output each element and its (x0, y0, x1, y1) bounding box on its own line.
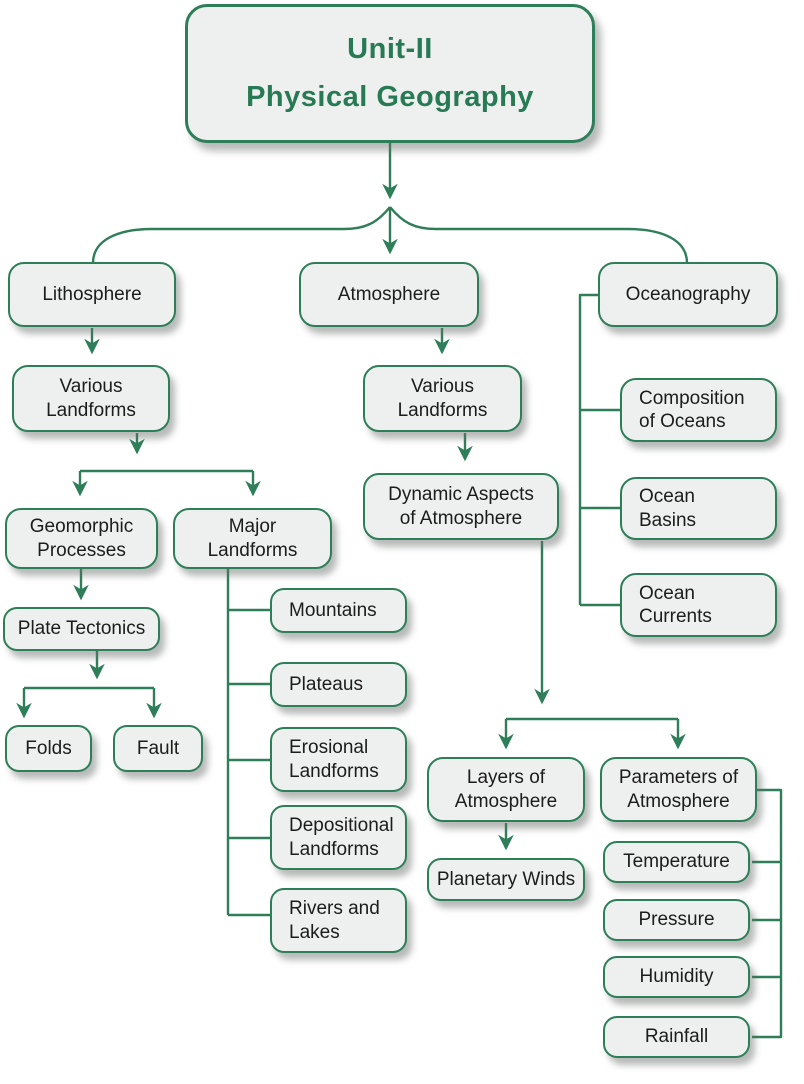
node-temperature: Temperature (603, 841, 750, 883)
node-humidity: Humidity (603, 956, 750, 998)
node-major-landforms: Major Landforms (173, 508, 332, 569)
node-ocean-currents: Ocean Currents (620, 573, 777, 637)
node-pressure: Pressure (603, 899, 750, 941)
node-rivers-and-lakes: Rivers and Lakes (270, 888, 407, 953)
node-geomorphic-processes: Geomorphic Processes (5, 508, 158, 569)
title-subject: Physical Geography (246, 81, 534, 113)
node-lithosphere: Lithosphere (8, 262, 176, 327)
node-planetary-winds: Planetary Winds (427, 858, 585, 901)
node-various-landforms-atmosphere: Various Landforms (363, 365, 522, 432)
node-layers-of-atmosphere: Layers of Atmosphere (427, 757, 585, 822)
node-oceanography: Oceanography (598, 262, 778, 327)
node-composition-of-oceans: Composition of Oceans (620, 378, 777, 442)
node-dynamic-aspects-of-atmosphere: Dynamic Aspects of Atmosphere (363, 473, 559, 540)
node-mountains: Mountains (270, 588, 407, 633)
node-folds: Folds (5, 725, 92, 772)
title-unit: Unit-II (347, 33, 433, 65)
node-ocean-basins: Ocean Basins (620, 477, 777, 540)
node-parameters-of-atmosphere: Parameters of Atmosphere (600, 757, 757, 822)
node-fault: Fault (113, 725, 203, 772)
node-depositional-landforms: Depositional Landforms (270, 805, 407, 870)
node-rainfall: Rainfall (603, 1016, 750, 1058)
node-various-landforms-lithosphere: Various Landforms (12, 365, 170, 432)
node-plate-tectonics: Plate Tectonics (3, 607, 160, 651)
diagram-title: Unit-II Physical Geography (185, 4, 595, 143)
node-atmosphere: Atmosphere (299, 262, 479, 327)
node-plateaus: Plateaus (270, 662, 407, 707)
node-erosional-landforms: Erosional Landforms (270, 727, 407, 792)
